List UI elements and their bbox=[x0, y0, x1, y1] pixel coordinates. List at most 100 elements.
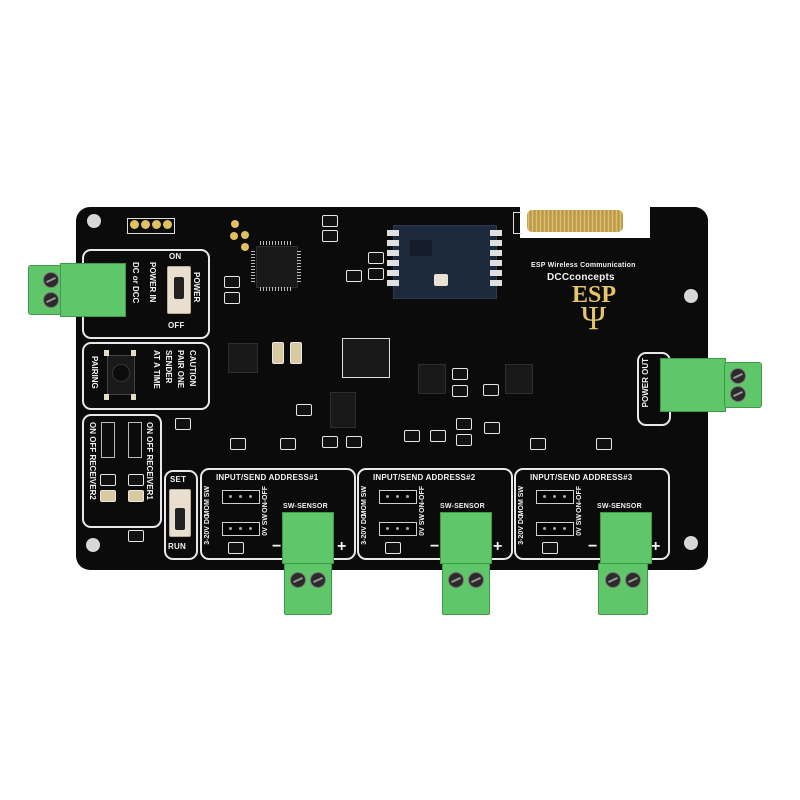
programming-header bbox=[127, 218, 175, 234]
test-pad bbox=[230, 232, 238, 240]
chip-pins bbox=[260, 287, 292, 291]
input-2-on-off: ON-OFF bbox=[419, 486, 426, 513]
input-1-dc-label: 3-20V DC bbox=[204, 514, 211, 545]
smd-component bbox=[456, 418, 472, 430]
brand-name: DCCconcepts bbox=[547, 272, 615, 283]
crystal bbox=[434, 274, 448, 286]
smd-component bbox=[483, 384, 499, 396]
smd-component bbox=[368, 268, 384, 280]
caution-line1: CAUTION bbox=[188, 350, 197, 387]
screw-icon bbox=[43, 272, 59, 288]
input-2-minus: − bbox=[430, 538, 440, 555]
smd-component bbox=[322, 230, 338, 242]
smd-component bbox=[322, 436, 338, 448]
test-pad bbox=[231, 220, 239, 228]
input-1-mode-header[interactable] bbox=[222, 490, 260, 504]
mounting-hole-bottom-left bbox=[86, 538, 100, 552]
caution-line3: SENDER bbox=[164, 350, 173, 384]
screw-icon bbox=[468, 572, 484, 588]
input-3-sensor-label: SW-SENSOR bbox=[597, 503, 642, 510]
caution-line2: PAIR ONE bbox=[176, 350, 185, 389]
smd-component bbox=[346, 270, 362, 282]
esp-logo-text: ESP bbox=[572, 282, 617, 308]
input-3-mode-header[interactable] bbox=[536, 490, 574, 504]
power-on-label: ON bbox=[169, 252, 182, 261]
coil-antenna bbox=[527, 210, 623, 232]
dpak-regulator bbox=[342, 338, 390, 378]
input-2-mode-header[interactable] bbox=[379, 490, 417, 504]
smd-component bbox=[530, 438, 546, 450]
power-in-terminal[interactable] bbox=[60, 263, 126, 317]
receiver2-label: ON OFF RECEIVER2 bbox=[88, 422, 97, 500]
pairing-button[interactable] bbox=[104, 350, 136, 400]
brand-line: ESP Wireless Communication bbox=[531, 262, 636, 269]
input-2-title: INPUT/SEND ADDRESS#2 bbox=[373, 473, 476, 482]
mounting-hole-right-top bbox=[684, 289, 698, 303]
screw-icon bbox=[730, 386, 746, 402]
input-2-terminal-screws bbox=[442, 563, 490, 615]
power-switch[interactable] bbox=[167, 266, 191, 314]
input-3-dc-label: 3-20V DC bbox=[518, 514, 525, 545]
input-1-terminal[interactable] bbox=[282, 512, 334, 564]
chip-pins bbox=[251, 250, 255, 282]
soic-chip bbox=[505, 364, 533, 394]
input-1-mom-sw: MOM SW bbox=[204, 486, 211, 517]
input-2-terminal[interactable] bbox=[440, 512, 492, 564]
mode-switch-box bbox=[164, 470, 198, 560]
screw-icon bbox=[625, 572, 641, 588]
pad bbox=[163, 220, 172, 229]
button-leg bbox=[131, 350, 136, 356]
input-3-on-off: ON-OFF bbox=[576, 486, 583, 513]
capacitor bbox=[272, 342, 284, 364]
smd-component bbox=[404, 430, 420, 442]
antenna-outline bbox=[513, 212, 522, 234]
screw-icon bbox=[310, 572, 326, 588]
smd-component bbox=[596, 438, 612, 450]
switch-knob bbox=[175, 508, 185, 530]
receiver-section-box bbox=[82, 414, 162, 528]
input-3-minus: − bbox=[588, 538, 598, 555]
receiver1-jumper-header[interactable] bbox=[128, 422, 142, 458]
test-pad bbox=[241, 243, 249, 251]
input-1-minus: − bbox=[272, 538, 282, 555]
input-3-power-header[interactable] bbox=[536, 522, 574, 536]
power-out-terminal[interactable] bbox=[660, 358, 726, 412]
smd-component bbox=[224, 292, 240, 304]
input-1-power-header[interactable] bbox=[222, 522, 260, 536]
soic-chip bbox=[418, 364, 446, 394]
pairing-section-box bbox=[82, 342, 210, 410]
input-2-plus: + bbox=[493, 538, 503, 555]
power-off-label: OFF bbox=[168, 321, 185, 330]
run-label: RUN bbox=[168, 542, 186, 551]
smd-component bbox=[346, 436, 362, 448]
input-2-0v-sw: 0V SW bbox=[419, 514, 426, 536]
capacitor bbox=[290, 342, 302, 364]
input-2-power-header[interactable] bbox=[379, 522, 417, 536]
smd-component bbox=[230, 438, 246, 450]
input-section-2-box bbox=[357, 468, 513, 560]
input-section-3-box bbox=[514, 468, 670, 560]
pairing-label: PAIRING bbox=[90, 356, 99, 389]
input-1-title: INPUT/SEND ADDRESS#1 bbox=[216, 473, 319, 482]
pad bbox=[130, 220, 139, 229]
input-section-1-box bbox=[200, 468, 356, 560]
smd-component bbox=[484, 422, 500, 434]
set-run-switch[interactable] bbox=[169, 489, 191, 537]
regulator-chip bbox=[228, 343, 258, 373]
smd-component bbox=[452, 368, 468, 380]
screw-icon bbox=[43, 292, 59, 308]
input-2-mom-sw: MOM SW bbox=[361, 486, 368, 517]
led-receiver1 bbox=[128, 474, 144, 486]
receiver2-jumper-header[interactable] bbox=[101, 422, 115, 458]
smd-component bbox=[224, 276, 240, 288]
input-1-led bbox=[228, 542, 244, 554]
smd-component bbox=[452, 385, 468, 397]
input-3-terminal[interactable] bbox=[600, 512, 652, 564]
power-in-terminal-screws bbox=[28, 265, 62, 315]
button-leg bbox=[131, 394, 136, 400]
receiver1-label: ON OFF RECEIVER1 bbox=[145, 422, 154, 500]
caution-line4: AT A TIME bbox=[152, 350, 161, 389]
power-in-type-label: DC or DCC bbox=[131, 262, 140, 304]
input-3-title: INPUT/SEND ADDRESS#3 bbox=[530, 473, 633, 482]
power-in-label: POWER IN bbox=[148, 262, 157, 303]
